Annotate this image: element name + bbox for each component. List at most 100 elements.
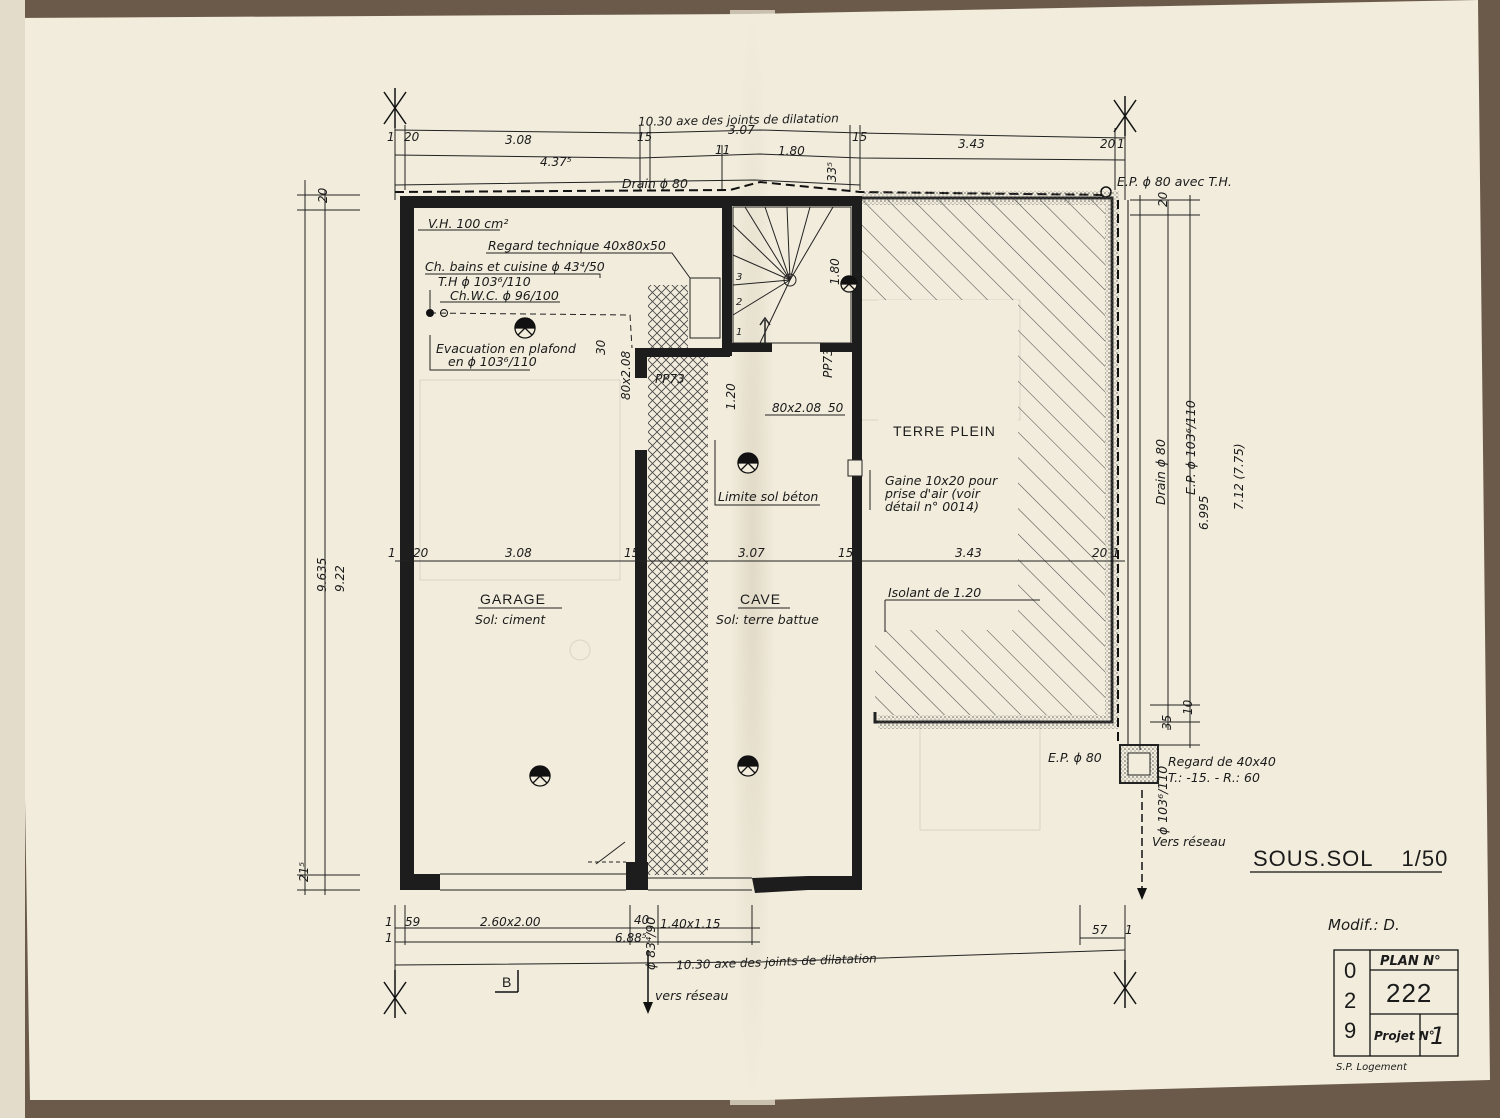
regard-technique-label: Regard technique 40x80x50 <box>488 238 666 253</box>
dim-50: 50 <box>828 401 844 415</box>
ep-bottom-label: E.P. ϕ 80 <box>1048 750 1102 765</box>
ep-side-label: E.P. ϕ 103⁶/110 <box>1183 400 1198 495</box>
plan-title-scale: 1/50 <box>1401 846 1448 871</box>
dim-mid-15b: 15 <box>838 546 853 560</box>
dim-top-335: 33⁵ <box>825 162 839 182</box>
dim-mid-1b: 1 <box>1112 546 1120 560</box>
section-marker-b: B <box>495 970 519 993</box>
gaine-box <box>847 459 863 477</box>
limite-label: Limite sol béton <box>718 489 818 504</box>
drain-top-label: Drain ϕ 80 <box>622 176 688 191</box>
top-axis-label: 10.30 axe des joints de dilatation <box>638 111 839 129</box>
pipe-right-label: ϕ 103⁶/110 <box>1155 766 1170 835</box>
dim-top-20: 20 <box>404 130 420 144</box>
room-garage-name: GARAGE <box>480 591 546 607</box>
light-icon <box>840 275 858 293</box>
dim-30: 30 <box>594 339 608 355</box>
pp73-left: PP73 <box>655 372 685 386</box>
gaine-label-1: Gaine 10x20 pour <box>885 473 998 488</box>
dim-bot-140: 1.40x1.15 <box>660 917 721 931</box>
pipe-bottom-label: ϕ 83⁴/90 <box>643 917 658 970</box>
terre-plein-hatch <box>862 198 1105 715</box>
dim-top-307: 3.07 <box>728 123 755 137</box>
dim-bot-1: 1 <box>385 915 393 929</box>
section-b-label: B <box>502 974 512 990</box>
modif-label: Modif.: D. <box>1328 916 1400 934</box>
top-axis-marker-left <box>383 88 407 128</box>
isolant-label: Isolant de 1.20 <box>888 585 981 600</box>
ch-wc-label: Ch.W.C. ϕ 96/100 <box>450 288 559 303</box>
cartouche-plan-number: 222 <box>1386 978 1432 1008</box>
regard-technique-box <box>689 277 721 339</box>
dim-top-180: 1.80 <box>778 144 805 158</box>
dim-right-35: 35 <box>1160 715 1174 730</box>
dim-mid-1: 1 <box>388 546 396 560</box>
dim-top-4375: 4.37⁵ <box>540 155 572 169</box>
dim-120: 1.20 <box>724 383 738 410</box>
dim-left-922: 9.22 <box>333 565 347 592</box>
cartouche-projet-label: Projet N° <box>1374 1029 1435 1043</box>
pipe-node <box>440 309 448 317</box>
dim-mid-15a: 15 <box>624 546 639 560</box>
regard-label-2: T.: -15. - R.: 60 <box>1168 770 1260 785</box>
top-axis-marker-right <box>1113 96 1137 136</box>
terre-plein-inner <box>878 300 1018 630</box>
dim-bot-1b: 1 <box>1125 923 1133 937</box>
light-fixtures <box>514 275 858 787</box>
dim-bot-260: 2.60x2.00 <box>480 915 541 929</box>
light-icon <box>529 765 551 787</box>
dim-mid-20b: 20 <box>1092 546 1108 560</box>
garage-door <box>440 841 626 891</box>
pipe-lines <box>418 229 1040 632</box>
dim-bot-59: 59 <box>405 915 420 929</box>
ep-top-label: E.P. ϕ 80 avec T.H. <box>1117 174 1232 189</box>
cave-door <box>648 877 752 891</box>
right-dimensions <box>1130 195 1200 750</box>
cartouche-digit-0: 0 <box>1344 958 1357 983</box>
bottom-axis-marker-right <box>1113 960 1137 1008</box>
light-icon <box>514 317 536 339</box>
dim-mid-20: 20 <box>413 546 429 560</box>
dim-left-9635: 9.635 <box>315 558 329 592</box>
th-label: T.H ϕ 103⁶/110 <box>438 274 531 289</box>
cartouche-plan-label: PLAN N° <box>1380 954 1441 969</box>
dim-left-215: 21⁵ <box>297 862 311 882</box>
vh-label: V.H. 100 cm² <box>428 216 508 231</box>
dim-bot-57: 57 <box>1092 923 1108 937</box>
regard-label-1: Regard de 40x40 <box>1168 754 1276 769</box>
dim-left-20: 20 <box>316 187 330 203</box>
stair-step-3: 3 <box>736 272 742 283</box>
pipe-node <box>426 309 434 317</box>
dim-top-15b: 15 <box>852 130 867 144</box>
dim-bot2-1: 1 <box>385 931 393 945</box>
outflow-bottom-arrow <box>643 1002 653 1014</box>
stair-step-2: 2 <box>736 297 742 308</box>
dim-top-343: 3.43 <box>958 137 985 151</box>
outflow-right-arrow <box>1137 888 1147 900</box>
exterior-walls <box>400 196 862 893</box>
dim-mid-343: 3.43 <box>955 546 982 560</box>
terre-plein-dotted-border <box>862 191 1119 729</box>
signature: S.P. Logement <box>1336 1062 1408 1073</box>
dim-right-712: 7.12 (7.75) <box>1232 443 1246 510</box>
vers-reseau-right: Vers réseau <box>1152 834 1226 849</box>
dim-top-308: 3.08 <box>505 133 532 147</box>
dim-mid-308: 3.08 <box>505 546 532 560</box>
cave-hatched-strip <box>648 355 708 875</box>
drain-side-label: Drain ϕ 80 <box>1153 439 1168 505</box>
bottom-axis-marker-left <box>383 970 407 1018</box>
dim-right-6995: 6.995 <box>1197 496 1211 530</box>
light-icon <box>737 452 759 474</box>
door-left-size: 80x2.08 <box>619 351 633 400</box>
ch-bains-label: Ch. bains et cuisine ϕ 43⁴/50 <box>425 259 605 274</box>
interior-walls <box>635 196 860 890</box>
room-garage-floor: Sol: ciment <box>475 612 546 627</box>
left-edge-shadow <box>0 0 25 1118</box>
pp73-cave: PP73 <box>821 348 835 378</box>
staircase <box>732 206 852 344</box>
dim-top-15a: 15 <box>637 130 652 144</box>
dim-top-11: 11 <box>715 143 730 157</box>
